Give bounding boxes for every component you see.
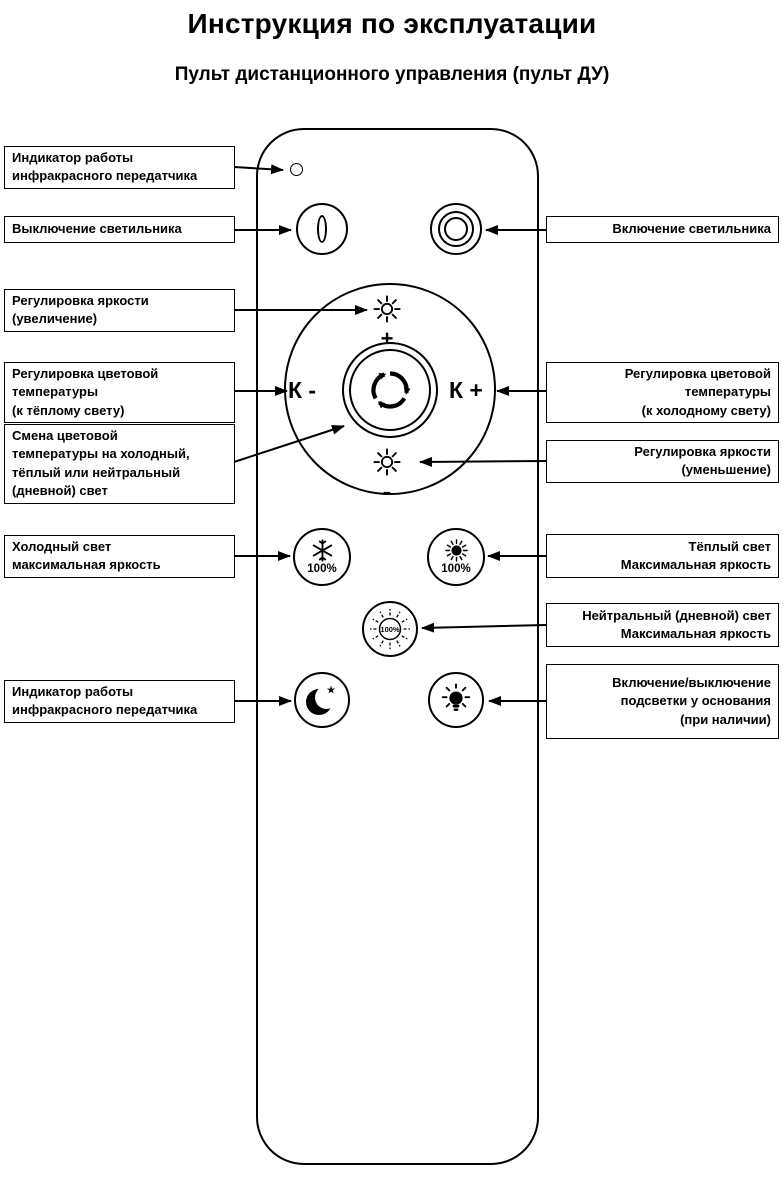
sun-filled-icon — [444, 539, 468, 562]
label-warm-max: Тёплый свет Максимальная яркость — [546, 534, 779, 578]
power-off-button — [296, 203, 348, 255]
label-brightness-down: Регулировка яркости (уменьшение) — [546, 440, 779, 483]
label-text: Индикатор работы инфракрасного передатчи… — [12, 684, 198, 718]
cold-max-button: 100% — [293, 528, 351, 586]
label-text: Регулировка яркости (увеличение) — [12, 293, 149, 327]
label-text: Регулировка цветовой температуры (к холо… — [624, 366, 771, 418]
label-power-on: Включение светильника — [546, 216, 779, 243]
color-cycle-button — [342, 342, 438, 438]
label-color-cold: Регулировка цветовой температуры (к холо… — [546, 362, 779, 424]
neutral-max-button: 100% — [362, 601, 418, 657]
color-cycle-inner-ring — [349, 349, 431, 431]
cold-percent-label: 100% — [307, 563, 337, 576]
label-text: Регулировка цветовой температуры (к тёпл… — [12, 366, 159, 418]
label-text: Включение/выключение подсветки у основан… — [612, 674, 771, 727]
brightness-up-sun-icon — [373, 295, 401, 323]
label-text: Холодный свет максимальная яркость — [12, 539, 161, 573]
page-subtitle: Пульт дистанционного управления (пульт Д… — [174, 64, 610, 85]
snowflake-icon — [312, 539, 332, 562]
ir-led-indicator — [290, 163, 303, 176]
cycle-arrows-icon — [371, 371, 411, 409]
label-cold-max: Холодный свет максимальная яркость — [4, 535, 235, 578]
bulb-icon — [441, 683, 471, 711]
power-on-button — [430, 203, 482, 255]
k-plus-label: К + — [449, 377, 483, 403]
power-on-inner-ring — [444, 217, 468, 241]
label-neutral-max: Нейтральный (дневной) свет Максимальная … — [546, 603, 779, 647]
power-on-rings-icon — [438, 211, 474, 247]
sun-dashed-rays-icon: 100% — [370, 609, 410, 649]
label-color-cycle: Смена цветовой температуры на холодный, … — [4, 424, 235, 504]
neutral-percent-label: 100% — [380, 625, 400, 634]
label-text: Нейтральный (дневной) свет Максимальная … — [582, 607, 771, 641]
label-brightness-up: Регулировка яркости (увеличение) — [4, 289, 235, 332]
night-mode-button: ★ — [294, 672, 350, 728]
label-night-mode: Индикатор работы инфракрасного передатчи… — [4, 680, 235, 723]
label-text: Регулировка яркости (уменьшение) — [634, 444, 771, 478]
crescent-moon-icon: ★ — [306, 685, 338, 715]
k-minus-label: К - — [288, 377, 317, 403]
label-color-warm: Регулировка цветовой температуры (к тёпл… — [4, 362, 235, 424]
label-text: Включение светильника — [612, 221, 771, 237]
minus-sign: - — [382, 476, 392, 506]
backlight-button — [428, 672, 484, 728]
label-text: Тёплый свет Максимальная яркость — [620, 538, 771, 572]
brightness-down-sun-icon — [373, 448, 401, 476]
label-power-off: Выключение светильника — [4, 216, 235, 243]
label-backlight: Включение/выключение подсветки у основан… — [546, 664, 779, 739]
plus-sign: + — [380, 326, 394, 351]
page-title: Инструкция по эксплуатации — [187, 8, 597, 39]
star-icon: ★ — [326, 685, 336, 697]
label-text: Индикатор работы инфракрасного передатчи… — [12, 150, 198, 184]
label-text: Выключение светильника — [12, 221, 182, 237]
label-ir-indicator-top: Индикатор работы инфракрасного передатчи… — [4, 146, 235, 189]
warm-percent-label: 100% — [441, 563, 471, 576]
power-off-bar-icon — [317, 215, 327, 243]
label-text: Смена цветовой температуры на холодный, … — [12, 428, 190, 499]
warm-max-button: 100% — [427, 528, 485, 586]
